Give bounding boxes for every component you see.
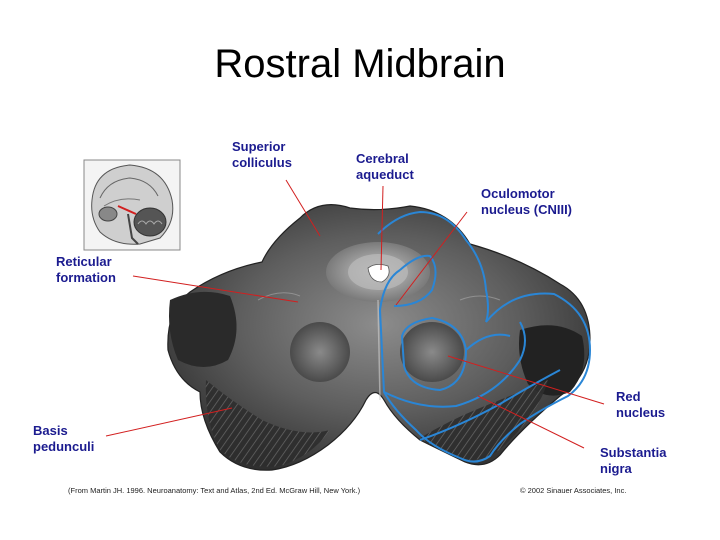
- label-oculomotor-nucleus: Oculomotor nucleus (CNIII): [481, 186, 572, 218]
- label-line: pedunculi: [33, 439, 95, 454]
- leader-red-nucleus: [447, 355, 605, 405]
- citation-text: (From Martin JH. 1996. Neuroanatomy: Tex…: [68, 486, 361, 495]
- label-superior-colliculus: Superior colliculus: [232, 139, 292, 171]
- leader-lines: [105, 179, 605, 449]
- label-line: Superior: [232, 139, 286, 154]
- label-line: Reticular: [56, 254, 112, 269]
- label-reticular-formation: Reticular formation: [56, 254, 116, 286]
- right-half-outline: [377, 210, 592, 463]
- label-line: nucleus: [616, 405, 666, 420]
- label-basis-pedunculi: Basis pedunculi: [33, 423, 94, 455]
- copyright-text: © 2002 Sinauer Associates, Inc.: [520, 486, 627, 495]
- label-line: Red: [616, 389, 641, 404]
- label-line: nucleus (CNIII): [481, 202, 573, 217]
- label-red-nucleus: Red nucleus: [616, 389, 665, 421]
- label-substantia-nigra: Substantia nigra: [600, 445, 666, 477]
- leader-basis-pedunculi: [105, 407, 233, 437]
- leader-reticular-formation: [132, 275, 299, 303]
- label-line: Basis: [33, 423, 68, 438]
- leader-substantia-nigra: [477, 395, 585, 449]
- leader-oculomotor-nucleus: [395, 211, 468, 306]
- label-line: Cerebral: [356, 151, 409, 166]
- label-line: formation: [56, 270, 116, 285]
- label-line: Oculomotor: [481, 186, 555, 201]
- label-line: nigra: [600, 461, 632, 476]
- label-cerebral-aqueduct: Cerebral aqueduct: [356, 151, 414, 183]
- label-line: colliculus: [232, 155, 292, 170]
- label-line: Substantia: [600, 445, 667, 460]
- sagittal-inset: [83, 159, 181, 251]
- leader-cerebral-aqueduct: [380, 185, 384, 271]
- leader-superior-colliculus: [285, 179, 321, 237]
- midbrain-section: [167, 204, 591, 471]
- slide-title: Rostral Midbrain: [214, 42, 506, 86]
- label-line: aqueduct: [356, 167, 414, 182]
